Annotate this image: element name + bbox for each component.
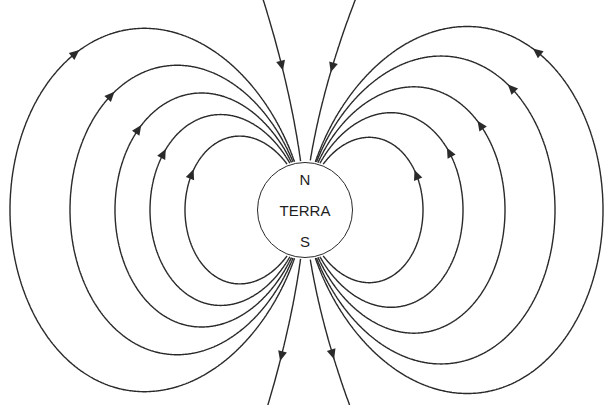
field-line [310, 260, 364, 405]
field-line [255, 259, 300, 405]
field-line [315, 27, 603, 394]
earth-circle: N TERRA S [257, 162, 353, 258]
field-arrow [533, 49, 544, 59]
field-arrow [186, 169, 194, 180]
earth-label: TERRA [280, 202, 331, 219]
field-arrow [329, 61, 338, 72]
field-arrow [69, 50, 80, 60]
field-arrow [132, 125, 141, 136]
field-arrow [104, 92, 114, 102]
field-arrow [278, 350, 287, 361]
field-arrow [157, 149, 166, 160]
field-arrow [414, 170, 422, 181]
pole-label: N [300, 171, 311, 188]
field-arrow [508, 84, 518, 94]
field-line [310, 0, 371, 160]
field-arrow [478, 121, 487, 132]
field-arrow [447, 148, 456, 159]
field-line [250, 0, 300, 161]
pole-label: S [300, 233, 310, 250]
field-arrow [327, 348, 336, 359]
field-arrow [276, 60, 285, 71]
field-line [10, 28, 295, 391]
